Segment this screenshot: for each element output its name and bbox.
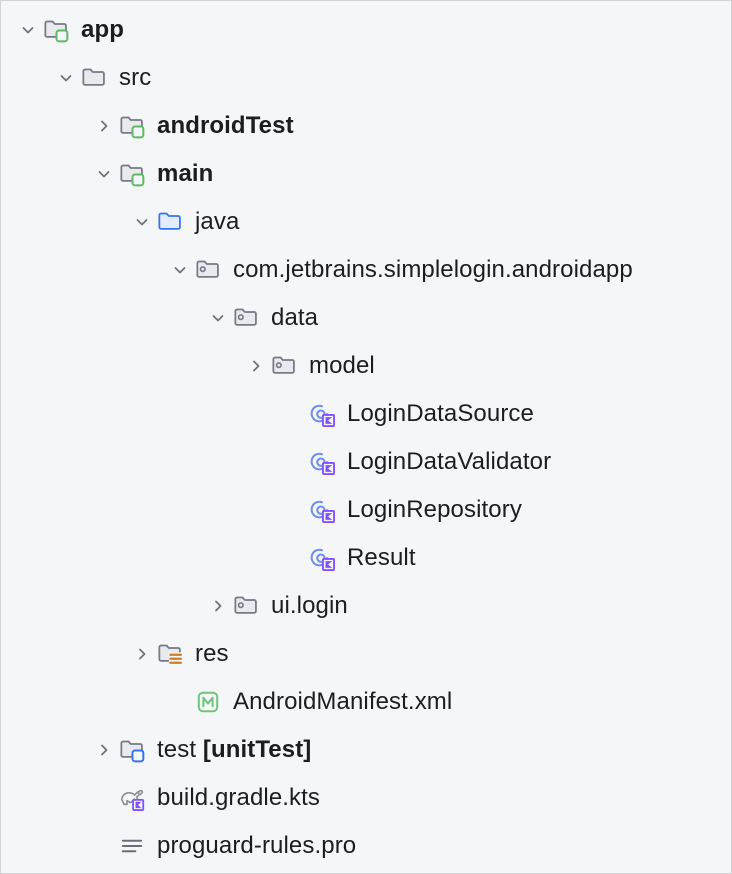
package-folder-icon: [195, 246, 225, 294]
tree-row-label: test [unitTest]: [149, 738, 311, 762]
tree-row-package-data[interactable]: data: [1, 294, 731, 342]
module-folder-green-badge-icon: [43, 6, 73, 54]
tree-row-label: proguard-rules.pro: [157, 832, 357, 859]
tree-row-label: LoginDataSource: [347, 400, 534, 427]
tree-row-label: src: [119, 64, 152, 91]
tree-row-label: res: [195, 640, 229, 667]
tree-row-label: data: [271, 304, 319, 331]
tree-row-label: app: [81, 16, 124, 43]
module-folder-green-badge-icon: [119, 102, 149, 150]
chevron-right-icon[interactable]: [89, 102, 119, 150]
chevron-down-icon[interactable]: [203, 294, 233, 342]
tree-row-label-text: test: [157, 736, 203, 763]
tree-row-label: LoginDataValidator: [347, 448, 552, 475]
chevron-right-icon[interactable]: [241, 342, 271, 390]
tree-twisty-placeholder: [279, 438, 309, 486]
tree-row-label: LoginRepository: [347, 496, 522, 523]
kotlin-class-icon: [309, 486, 339, 534]
chevron-down-icon[interactable]: [51, 54, 81, 102]
tree-twisty-placeholder: [279, 486, 309, 534]
resource-folder-icon: [157, 630, 187, 678]
test-module-folder-blue-badge-icon: [119, 726, 149, 774]
tree-row-LoginDataValidator[interactable]: LoginDataValidator: [1, 438, 731, 486]
chevron-down-icon[interactable]: [13, 6, 43, 54]
tree-row-label: main: [157, 160, 214, 187]
chevron-down-icon[interactable]: [165, 246, 195, 294]
tree-twisty-placeholder: [165, 678, 195, 726]
tree-row-Result[interactable]: Result: [1, 534, 731, 582]
tree-row-label-suffix: [unitTest]: [202, 736, 312, 763]
tree-row-app[interactable]: app: [1, 6, 731, 54]
folder-icon: [81, 54, 111, 102]
android-manifest-icon: [195, 678, 225, 726]
tree-row-res[interactable]: res: [1, 630, 731, 678]
tree-twisty-placeholder: [89, 774, 119, 822]
tree-twisty-placeholder: [279, 534, 309, 582]
tree-row-src[interactable]: src: [1, 54, 731, 102]
kotlin-class-icon: [309, 438, 339, 486]
tree-row-LoginRepository[interactable]: LoginRepository: [1, 486, 731, 534]
tree-row-label: androidTest: [157, 112, 294, 139]
package-folder-icon: [233, 294, 263, 342]
tree-row-label: build.gradle.kts: [157, 784, 321, 811]
tree-row-proguard-rules-pro[interactable]: proguard-rules.pro: [1, 822, 731, 870]
kotlin-class-icon: [309, 390, 339, 438]
chevron-right-icon[interactable]: [89, 726, 119, 774]
tree-row-label: AndroidManifest.xml: [233, 688, 453, 715]
tree-row-label: Result: [347, 544, 416, 571]
kotlin-class-icon: [309, 534, 339, 582]
tree-row-package-com-jetbrains-simplelogin-androidapp[interactable]: com.jetbrains.simplelogin.androidapp: [1, 246, 731, 294]
tree-row-package-ui-login[interactable]: ui.login: [1, 582, 731, 630]
chevron-down-icon[interactable]: [89, 150, 119, 198]
tree-row-AndroidManifest-xml[interactable]: AndroidManifest.xml: [1, 678, 731, 726]
tree-row-androidTest[interactable]: androidTest: [1, 102, 731, 150]
chevron-right-icon[interactable]: [203, 582, 233, 630]
tree-twisty-placeholder: [89, 822, 119, 870]
package-folder-icon: [271, 342, 301, 390]
tree-row-LoginDataSource[interactable]: LoginDataSource: [1, 390, 731, 438]
tree-row-main[interactable]: main: [1, 150, 731, 198]
text-file-icon: [119, 822, 149, 870]
module-folder-green-badge-icon: [119, 150, 149, 198]
chevron-down-icon[interactable]: [127, 198, 157, 246]
tree-row-label: com.jetbrains.simplelogin.androidapp: [233, 256, 633, 283]
tree-row-test-unitTest[interactable]: test [unitTest]: [1, 726, 731, 774]
source-root-folder-icon: [157, 198, 187, 246]
tree-row-label: java: [195, 208, 240, 235]
gradle-kotlin-script-icon: [119, 774, 149, 822]
package-folder-icon: [233, 582, 263, 630]
tree-row-build-gradle-kts[interactable]: build.gradle.kts: [1, 774, 731, 822]
chevron-right-icon[interactable]: [127, 630, 157, 678]
tree-row-label: ui.login: [271, 592, 348, 619]
tree-row-java[interactable]: java: [1, 198, 731, 246]
tree-twisty-placeholder: [279, 390, 309, 438]
tree-row-label: model: [309, 352, 375, 379]
tree-row-package-model[interactable]: model: [1, 342, 731, 390]
